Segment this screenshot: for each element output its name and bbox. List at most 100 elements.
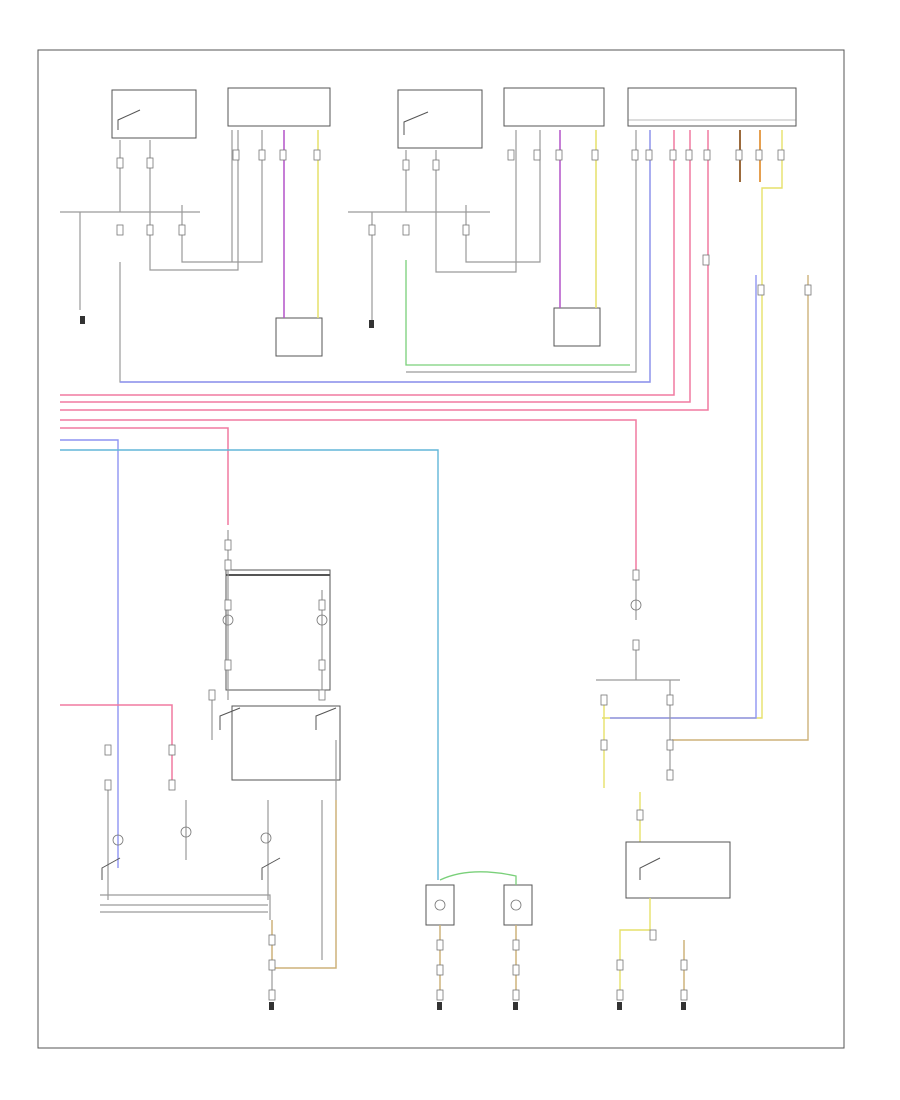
center-lamp-module-box (225, 569, 331, 691)
connector-pin (432, 159, 440, 171)
connector-pin (279, 149, 287, 161)
connector-pin (703, 149, 711, 161)
central-module-box (627, 87, 797, 127)
wire-blue-top (120, 130, 651, 383)
connector-pin (666, 694, 674, 706)
lamp-symbol (222, 614, 234, 626)
center-relay-box (231, 705, 341, 781)
connector-pin (757, 284, 765, 296)
connector-pin (685, 149, 693, 161)
connector-pin (168, 779, 176, 791)
lamp-symbol (630, 599, 642, 611)
connector-pin (631, 149, 639, 161)
left-lamp-assembly-box (275, 317, 323, 357)
connector-pin (636, 809, 644, 821)
top-modules (111, 87, 797, 357)
connector-pins (104, 149, 812, 1001)
lower-left-assembly (60, 530, 341, 1000)
ground-symbol (269, 1002, 274, 1010)
connector-pin (616, 989, 624, 1001)
connector-pin (168, 744, 176, 756)
connector-pin (232, 149, 240, 161)
connector-pin (777, 149, 785, 161)
wire-blue-right-relay (610, 275, 757, 719)
right-control-module-box (503, 87, 605, 127)
connector-pin (313, 149, 321, 161)
connector-pin (645, 149, 653, 161)
connector-pin (680, 959, 688, 971)
connector-pin (178, 224, 186, 236)
connector-pin (318, 599, 326, 611)
wire-cyan-center (60, 449, 439, 880)
connector-pin (402, 159, 410, 171)
ground-points (80, 316, 686, 1010)
connector-pin (649, 929, 657, 941)
lamp-symbol (316, 614, 328, 626)
left-control-module-box (227, 87, 331, 127)
right-lamp-assembly-box (553, 307, 601, 347)
wire-green-bottom (439, 871, 517, 885)
connector-pin (268, 934, 276, 946)
connector-pin (755, 149, 763, 161)
connector-pin (462, 224, 470, 236)
connector-pin (436, 939, 444, 951)
ground-symbol (617, 1002, 622, 1010)
wire-pink-4 (60, 419, 637, 580)
connector-pin (224, 539, 232, 551)
ground-symbol (80, 316, 85, 324)
connector-pin (507, 149, 515, 161)
connector-pin (555, 149, 563, 161)
ground-symbol (513, 1002, 518, 1010)
connector-pin (680, 989, 688, 1001)
wire-yellow-central (602, 130, 783, 719)
left-mirror-switch-contact (117, 109, 141, 130)
wire-green-left-lamp (405, 260, 630, 366)
connector-pin (436, 964, 444, 976)
lower-center-lamps (425, 871, 533, 1000)
connector-pin (116, 157, 124, 169)
wire-tan-ground (271, 800, 337, 969)
connector-pin (402, 224, 410, 236)
right-bottom-lamp-box (503, 884, 533, 926)
lamp-symbol (260, 832, 272, 844)
wire-pink-left-loop (60, 704, 173, 790)
connector-pin (702, 254, 710, 266)
connector-pin (224, 599, 232, 611)
connector-pin (804, 284, 812, 296)
wire-pink-3 (60, 130, 709, 411)
wire-pink-2 (60, 130, 691, 403)
connector-pin (368, 224, 376, 236)
lower-right-assembly (596, 580, 731, 1000)
connector-pin (436, 989, 444, 1001)
right-mirror-switch-contact (403, 111, 429, 135)
connector-pin (533, 149, 541, 161)
connector-pin (268, 959, 276, 971)
connector-pin (666, 769, 674, 781)
lamp-symbol (434, 899, 446, 911)
connector-pin (512, 989, 520, 1001)
ground-symbol (437, 1002, 442, 1010)
connector-pin (104, 779, 112, 791)
wire-tan-central (672, 275, 809, 741)
connector-pin (735, 149, 743, 161)
wire-pink-1 (60, 130, 675, 396)
left-bottom-lamp-box (425, 884, 455, 926)
connector-pin (268, 989, 276, 1001)
connector-pin (669, 149, 677, 161)
connector-pin (666, 739, 674, 751)
connector-pin (318, 659, 326, 671)
connector-pin (104, 744, 112, 756)
right-mirror-switch-box (397, 89, 483, 149)
wire-yellow-relay-out (619, 898, 651, 1000)
connector-pin (591, 149, 599, 161)
wire-pink-5 (60, 427, 229, 525)
connector-pin (146, 224, 154, 236)
connector-pin (258, 149, 266, 161)
connector-pin (208, 689, 216, 701)
lamp-symbol (112, 834, 124, 846)
wire-blue-left-drop (60, 439, 119, 868)
connector-pin (512, 964, 520, 976)
ground-symbol (369, 320, 374, 328)
colored-wires-top (60, 130, 809, 880)
